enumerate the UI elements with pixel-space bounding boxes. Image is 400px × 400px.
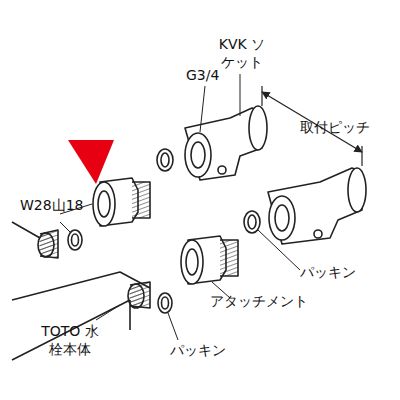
pointer-triangle (68, 140, 114, 184)
packing-ring (244, 211, 260, 233)
part-label: パッキン (300, 263, 356, 281)
part-label: KVK ソケット (218, 35, 266, 71)
part-label: アタッチメント (210, 292, 308, 310)
part-label: パッキン (170, 341, 226, 359)
packing-ring (157, 149, 173, 171)
faucet-body (12, 222, 150, 360)
part-label: TOTO 水栓本体 (38, 322, 102, 358)
packing-ring (158, 293, 172, 313)
packing-ring (68, 230, 82, 250)
dimension-label: 取付ピッチ (300, 118, 370, 136)
thread-label: W28山18 (20, 196, 83, 214)
kvk-socket (268, 168, 362, 244)
thread-label: G3/4 (186, 66, 219, 84)
